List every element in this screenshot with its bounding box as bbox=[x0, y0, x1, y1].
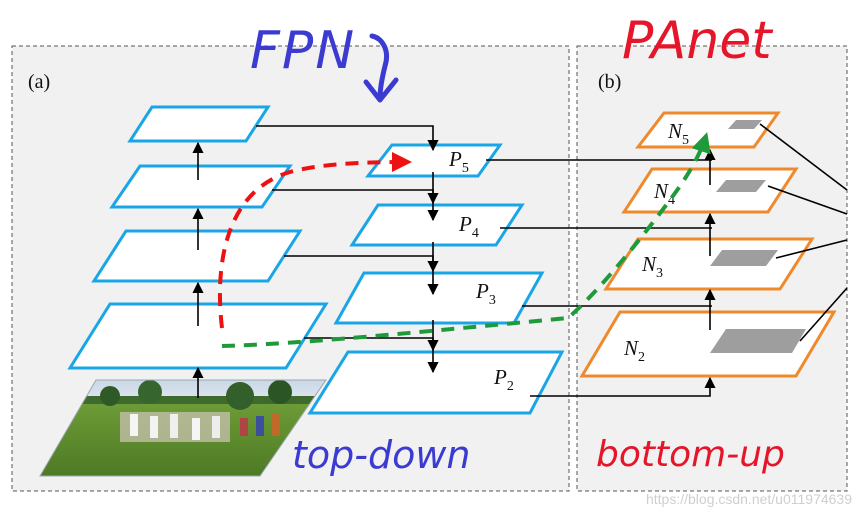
fpn-level-p4 bbox=[349, 203, 525, 247]
panet-handwritten-title: PAnet bbox=[622, 11, 773, 71]
panet-level-n2 bbox=[579, 310, 837, 378]
bottom-up-annotation: bottom-up bbox=[596, 434, 785, 475]
panet-bottom-up-levels: N5 N4 N3 N2 bbox=[579, 111, 837, 378]
panet-shortcut-path-green bbox=[221, 132, 711, 348]
roi-patch-n2 bbox=[710, 329, 806, 353]
input-image bbox=[40, 380, 326, 476]
lateral-connection bbox=[256, 125, 439, 152]
fpn-to-panet-connections bbox=[486, 159, 716, 397]
fpn-level-label-p2: P2 bbox=[493, 365, 514, 394]
fpn-long-path-red bbox=[218, 152, 412, 329]
fpn-level-p2 bbox=[307, 350, 565, 415]
watermark-text: https://blog.csdn.net/u011974639 bbox=[646, 491, 852, 507]
roi-patch-n4 bbox=[716, 180, 766, 192]
panet-level-label-n3: N3 bbox=[641, 252, 663, 281]
fpn-level-label-p4: P4 bbox=[458, 212, 479, 241]
backbone-level-4 bbox=[127, 105, 271, 143]
fpn-level-p5 bbox=[364, 143, 503, 178]
roi-output-line bbox=[759, 123, 848, 191]
roi-pooling-connections bbox=[759, 123, 848, 342]
fpn-level-label-p3: P3 bbox=[475, 279, 496, 308]
roi-output-line bbox=[775, 239, 848, 259]
p2-to-n2-connection bbox=[530, 376, 716, 397]
fpn-level-label-p5: P5 bbox=[448, 147, 469, 176]
panel-b-label: (b) bbox=[598, 71, 621, 93]
fpn-level-p3 bbox=[333, 271, 545, 325]
panet-level-n5 bbox=[634, 111, 781, 149]
roi-output-line bbox=[767, 185, 848, 215]
panet-level-n4 bbox=[621, 167, 799, 214]
backbone-level-2 bbox=[91, 229, 303, 283]
fpn-handwritten-title: FPN bbox=[250, 21, 356, 81]
panet-level-n3 bbox=[603, 237, 815, 291]
roi-patch-n5 bbox=[728, 120, 762, 129]
top-down-annotation: top-down bbox=[292, 433, 471, 477]
input-image-frame bbox=[39, 379, 327, 477]
panet-level-label-n4: N4 bbox=[653, 179, 675, 208]
backbone-level-3 bbox=[109, 164, 293, 209]
panet-level-label-n2: N2 bbox=[623, 336, 645, 365]
roi-output-line bbox=[799, 287, 848, 342]
backbone-level-1 bbox=[67, 302, 329, 370]
roi-patch-n3 bbox=[710, 250, 778, 266]
backbone-pyramid bbox=[39, 105, 329, 477]
fpn-down-arrow-scribble bbox=[363, 33, 399, 103]
panel-a-label: (a) bbox=[28, 71, 50, 93]
panet-level-label-n5: N5 bbox=[667, 119, 689, 148]
